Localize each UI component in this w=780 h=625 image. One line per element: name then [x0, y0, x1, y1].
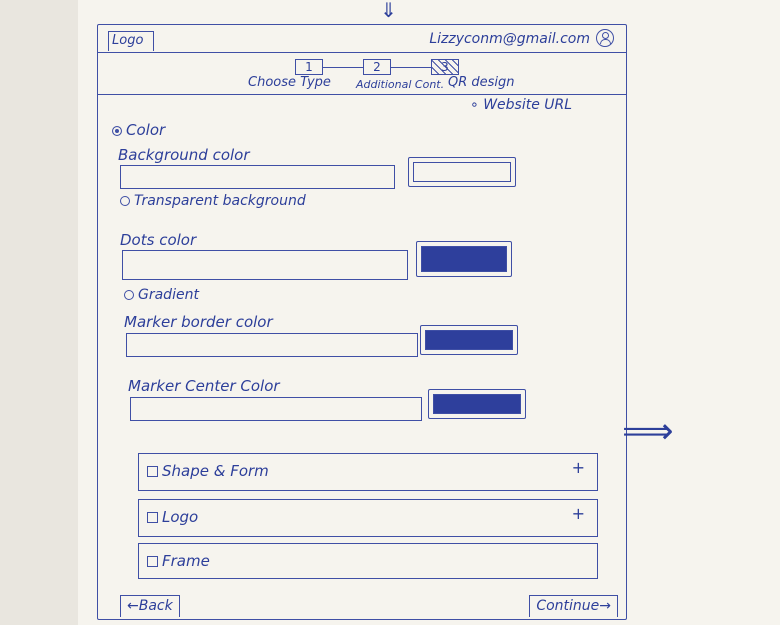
background-color-swatch[interactable]: [408, 157, 516, 187]
dots-color-input[interactable]: [122, 250, 408, 280]
logo[interactable]: Logo: [108, 31, 154, 51]
shapes-icon: [147, 466, 158, 477]
accordion-frame[interactable]: Frame: [138, 543, 598, 579]
arrow-right-icon: ⟹: [622, 411, 674, 452]
marker-center-color-input[interactable]: [130, 397, 422, 421]
progress-stepper: 1 2 3 Choose Type Additional Cont. QR de…: [98, 53, 626, 95]
dots-color-label: Dots color: [120, 231, 197, 249]
background-color-input[interactable]: [120, 165, 395, 189]
accordion-label: Frame: [162, 552, 210, 570]
accordion-label: Shape & Form: [162, 462, 269, 480]
gradient-option[interactable]: Gradient: [124, 287, 199, 303]
marker-border-color-input[interactable]: [126, 333, 418, 357]
step-3-box[interactable]: 3: [431, 59, 459, 75]
app-header: Logo Lizzyconm@gmail.com: [98, 25, 626, 53]
expand-plus-icon[interactable]: +: [571, 504, 585, 523]
accordion-label: Logo: [162, 508, 199, 526]
step-3-label: QR design: [448, 75, 515, 90]
marker-center-color-swatch[interactable]: [428, 389, 526, 419]
link-icon: ∘: [470, 97, 479, 113]
transparent-radio-icon[interactable]: [120, 196, 130, 206]
frame-icon: [147, 556, 158, 567]
website-url-label: ∘ Website URL: [470, 97, 573, 113]
accordion-shape-form[interactable]: Shape & Form +: [138, 453, 598, 491]
step-2-box[interactable]: 2: [363, 59, 391, 75]
continue-button[interactable]: Continue→: [529, 595, 618, 617]
marker-center-color-label: Marker Center Color: [128, 377, 280, 395]
background-color-label: Background color: [118, 146, 250, 164]
mobile-frame: Logo Lizzyconm@gmail.com 1 2 3 Choose Ty…: [97, 24, 627, 620]
marker-border-color-label: Marker border color: [124, 313, 273, 331]
color-radio-icon[interactable]: [112, 125, 122, 136]
paper-background: [78, 0, 780, 625]
arrow-left-icon: ←: [127, 598, 139, 614]
image-icon: [147, 512, 158, 523]
user-avatar-icon[interactable]: [596, 29, 614, 47]
expand-plus-icon[interactable]: +: [571, 458, 585, 477]
dots-color-swatch[interactable]: [416, 241, 512, 277]
step-connector: [323, 67, 363, 68]
step-1-label: Choose Type: [248, 75, 331, 90]
step-2-label: Additional Cont.: [356, 78, 445, 91]
arrow-down-icon: ⇓: [380, 0, 397, 22]
marker-border-color-swatch[interactable]: [420, 325, 518, 355]
step-connector: [391, 67, 431, 68]
back-button[interactable]: ←Back: [120, 595, 180, 617]
accordion-logo[interactable]: Logo +: [138, 499, 598, 537]
user-email: Lizzyconm@gmail.com: [429, 31, 590, 47]
arrow-right-icon: →: [599, 598, 611, 614]
transparent-background-option[interactable]: Transparent background: [120, 193, 306, 209]
gradient-radio-icon[interactable]: [124, 290, 134, 300]
step-1-box[interactable]: 1: [295, 59, 323, 75]
color-section-title: Color: [112, 121, 165, 139]
